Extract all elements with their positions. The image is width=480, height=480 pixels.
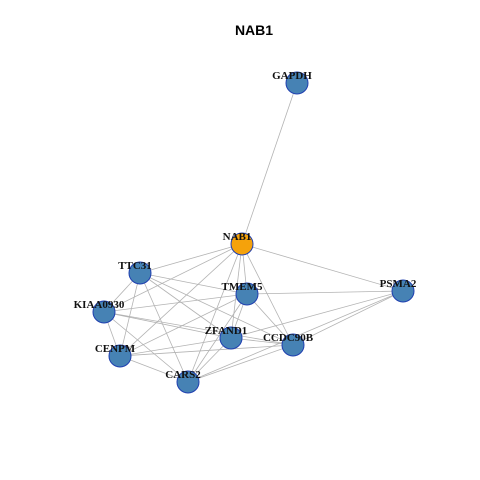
edge-zfand1-cenpm <box>119 337 232 357</box>
edge-kiaa0930-tmem5 <box>103 293 248 313</box>
node-cars2[interactable] <box>176 370 200 394</box>
edge-kiaa0930-zfand1 <box>103 311 232 339</box>
node-ttc31[interactable] <box>128 261 152 285</box>
edge-ccdc90b-cars2 <box>187 344 294 383</box>
edge-nab1-kiaa0930 <box>103 243 243 313</box>
node-psma2[interactable] <box>391 279 415 303</box>
node-cenpm[interactable] <box>108 344 132 368</box>
node-label-psma2: PSMA2 <box>380 278 417 290</box>
diagram-title: NAB1 <box>235 22 273 38</box>
edge-ttc31-cars2 <box>139 272 189 383</box>
node-label-tmem5: TMEM5 <box>222 281 263 293</box>
node-layer <box>92 71 415 394</box>
edge-tmem5-psma2 <box>246 290 404 295</box>
node-zfand1[interactable] <box>219 326 243 350</box>
node-nab1[interactable] <box>230 232 254 256</box>
node-label-ttc31: TTC31 <box>118 260 152 272</box>
edge-layer <box>103 82 404 383</box>
node-label-zfand1: ZFAND1 <box>205 325 248 337</box>
edge-cenpm-cars2 <box>119 355 189 383</box>
edge-ttc31-tmem5 <box>139 272 248 295</box>
node-label-nab1: NAB1 <box>223 231 252 243</box>
edge-ttc31-zfand1 <box>139 272 232 339</box>
edge-tmem5-cenpm <box>119 293 248 357</box>
node-label-cenpm: CENPM <box>95 343 136 355</box>
edge-kiaa0930-ccdc90b <box>103 311 294 346</box>
node-label-ccdc90b: CCDC90B <box>263 332 314 344</box>
edge-kiaa0930-cars2 <box>103 311 189 383</box>
node-label-kiaa0930: KIAA0930 <box>74 299 125 311</box>
edge-tmem5-cars2 <box>187 293 248 383</box>
edge-nab1-psma2 <box>241 243 404 292</box>
edge-nab1-ttc31 <box>139 243 243 274</box>
node-kiaa0930[interactable] <box>92 300 116 324</box>
edge-ccdc90b-cenpm <box>119 344 294 357</box>
edge-ttc31-cenpm <box>119 272 141 357</box>
edge-nab1-ccdc90b <box>241 243 294 346</box>
edge-psma2-zfand1 <box>230 290 404 339</box>
edge-nab1-gapdh <box>241 82 298 245</box>
node-ccdc90b[interactable] <box>281 333 305 357</box>
node-label-gapdh: GAPDH <box>272 70 312 82</box>
edge-nab1-cenpm <box>119 243 243 357</box>
edge-nab1-cars2 <box>187 243 243 383</box>
node-gapdh[interactable] <box>285 71 309 95</box>
node-tmem5[interactable] <box>235 282 259 306</box>
node-label-cars2: CARS2 <box>165 369 201 381</box>
edge-psma2-ccdc90b <box>292 290 404 346</box>
